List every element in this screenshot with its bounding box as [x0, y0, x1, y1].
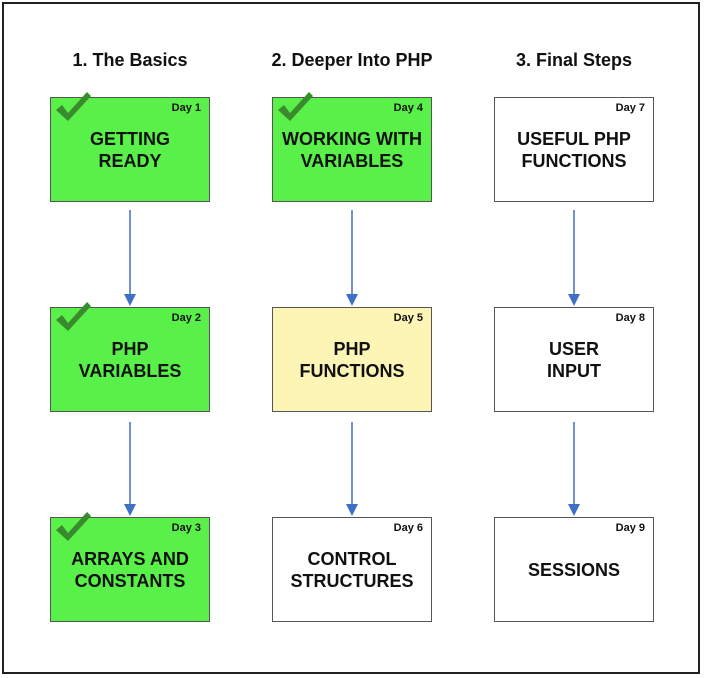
column-title-deeper: 2. Deeper Into PHP: [271, 50, 433, 70]
checkmark-icon: [278, 92, 313, 121]
lesson-title-line1: GETTING: [90, 128, 170, 149]
lesson-title-line1: WORKING WITH: [282, 128, 422, 149]
lesson-title-line2: INPUT: [547, 360, 601, 381]
column-title-final: 3. Final Steps: [515, 50, 633, 70]
day-label: Day 3: [171, 522, 201, 534]
lesson-title-line2: STRUCTURES: [290, 570, 414, 591]
lesson-title-line2: FUNCTIONS: [299, 360, 405, 381]
day-label: Day 6: [393, 522, 423, 534]
day-label: Day 5: [393, 312, 423, 324]
lesson-title-line2: READY: [98, 150, 162, 171]
day-label: Day 1: [171, 102, 201, 114]
day-label: Day 7: [615, 102, 645, 114]
lesson-box-day9: Day 9 SESSIONS: [494, 517, 654, 622]
checkmark-icon: [56, 302, 91, 331]
checkmark-icon: [56, 512, 91, 541]
checkmark-icon: [56, 92, 91, 121]
lesson-title-line1: PHP: [111, 338, 149, 359]
lesson-title-line2: VARIABLES: [300, 150, 404, 171]
day-label: Day 4: [393, 102, 423, 114]
lesson-title: SESSIONS: [495, 518, 653, 621]
day-label: Day 8: [615, 312, 645, 324]
day-label: Day 2: [171, 312, 201, 324]
lesson-title-line2: CONSTANTS: [74, 570, 186, 591]
lesson-title-line1: PHP: [333, 338, 371, 359]
lesson-title-line1: ARRAYS AND: [71, 548, 189, 569]
lesson-title-line2: FUNCTIONS: [521, 150, 627, 171]
lesson-title-line1: SESSIONS: [527, 559, 621, 580]
lesson-title-line1: USER: [548, 338, 599, 359]
day-label: Day 9: [615, 522, 645, 534]
column-title-basics: 1. The Basics: [72, 50, 188, 70]
lesson-title-line2: VARIABLES: [78, 360, 182, 381]
lesson-title-line1: USEFUL PHP: [517, 128, 631, 149]
lesson-title-line1: CONTROL: [307, 548, 397, 569]
